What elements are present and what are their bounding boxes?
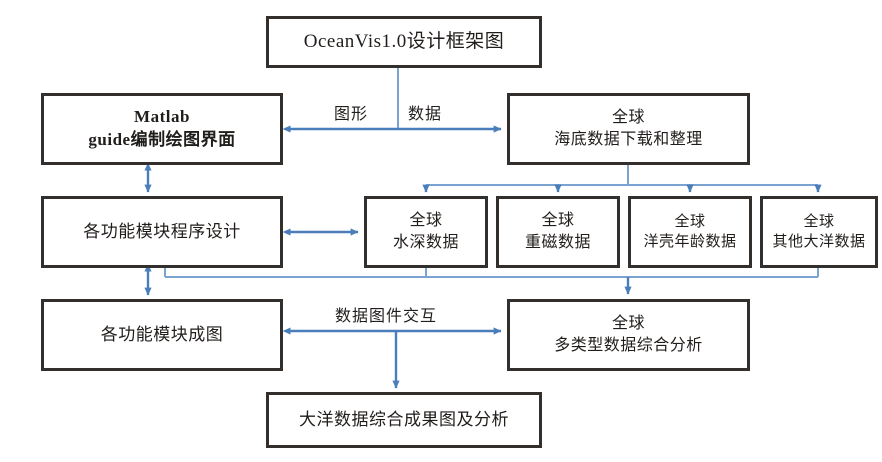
node-matlab-gui[interactable]: Matlab guide编制绘图界面 [41, 93, 283, 165]
edge-label-interaction: 数据图件交互 [335, 308, 438, 325]
node-multitype-data-analysis[interactable]: 全球 多类型数据综合分析 [507, 299, 750, 371]
node-matlab-gui-label: Matlab guide编制绘图界面 [88, 107, 236, 149]
node-global-other-ocean-data[interactable]: 全球 其他大洋数据 [760, 196, 878, 268]
node-title-label: OceanVis1.0设计框架图 [303, 31, 505, 53]
node-module-program-design[interactable]: 各功能模块程序设计 [41, 196, 283, 268]
node-global-bathymetry-data-label: 全球 水深数据 [392, 212, 459, 251]
node-multitype-data-analysis-label: 全球 多类型数据综合分析 [554, 315, 703, 354]
node-global-gravity-magnetic-data-label: 全球 重磁数据 [524, 212, 591, 251]
node-global-crust-age-data[interactable]: 全球 洋壳年龄数据 [628, 196, 752, 268]
edge-label-graphic: 图形 [334, 106, 369, 123]
node-module-program-design-label: 各功能模块程序设计 [83, 221, 241, 241]
edge-download-to-data-bus [422, 165, 822, 193]
node-global-bathymetry-data[interactable]: 全球 水深数据 [364, 196, 488, 268]
node-module-mapping-label: 各功能模块成图 [100, 324, 224, 344]
edge-data-to-analysis-bus [164, 268, 819, 295]
node-seafloor-data-download[interactable]: 全球 海底数据下载和整理 [507, 93, 750, 165]
node-seafloor-data-download-label: 全球 海底数据下载和整理 [554, 109, 703, 148]
edge-modulemap-analysis [282, 327, 502, 389]
node-final-result-label: 大洋数据综合成果图及分析 [299, 409, 509, 429]
node-module-mapping[interactable]: 各功能模块成图 [41, 299, 283, 371]
node-global-crust-age-data-label: 全球 洋壳年龄数据 [643, 213, 737, 250]
node-final-result[interactable]: 大洋数据综合成果图及分析 [266, 392, 542, 448]
edge-label-data: 数据 [408, 106, 443, 123]
node-global-gravity-magnetic-data[interactable]: 全球 重磁数据 [496, 196, 620, 268]
node-title[interactable]: OceanVis1.0设计框架图 [266, 16, 542, 68]
node-global-other-ocean-data-label: 全球 其他大洋数据 [772, 213, 866, 250]
